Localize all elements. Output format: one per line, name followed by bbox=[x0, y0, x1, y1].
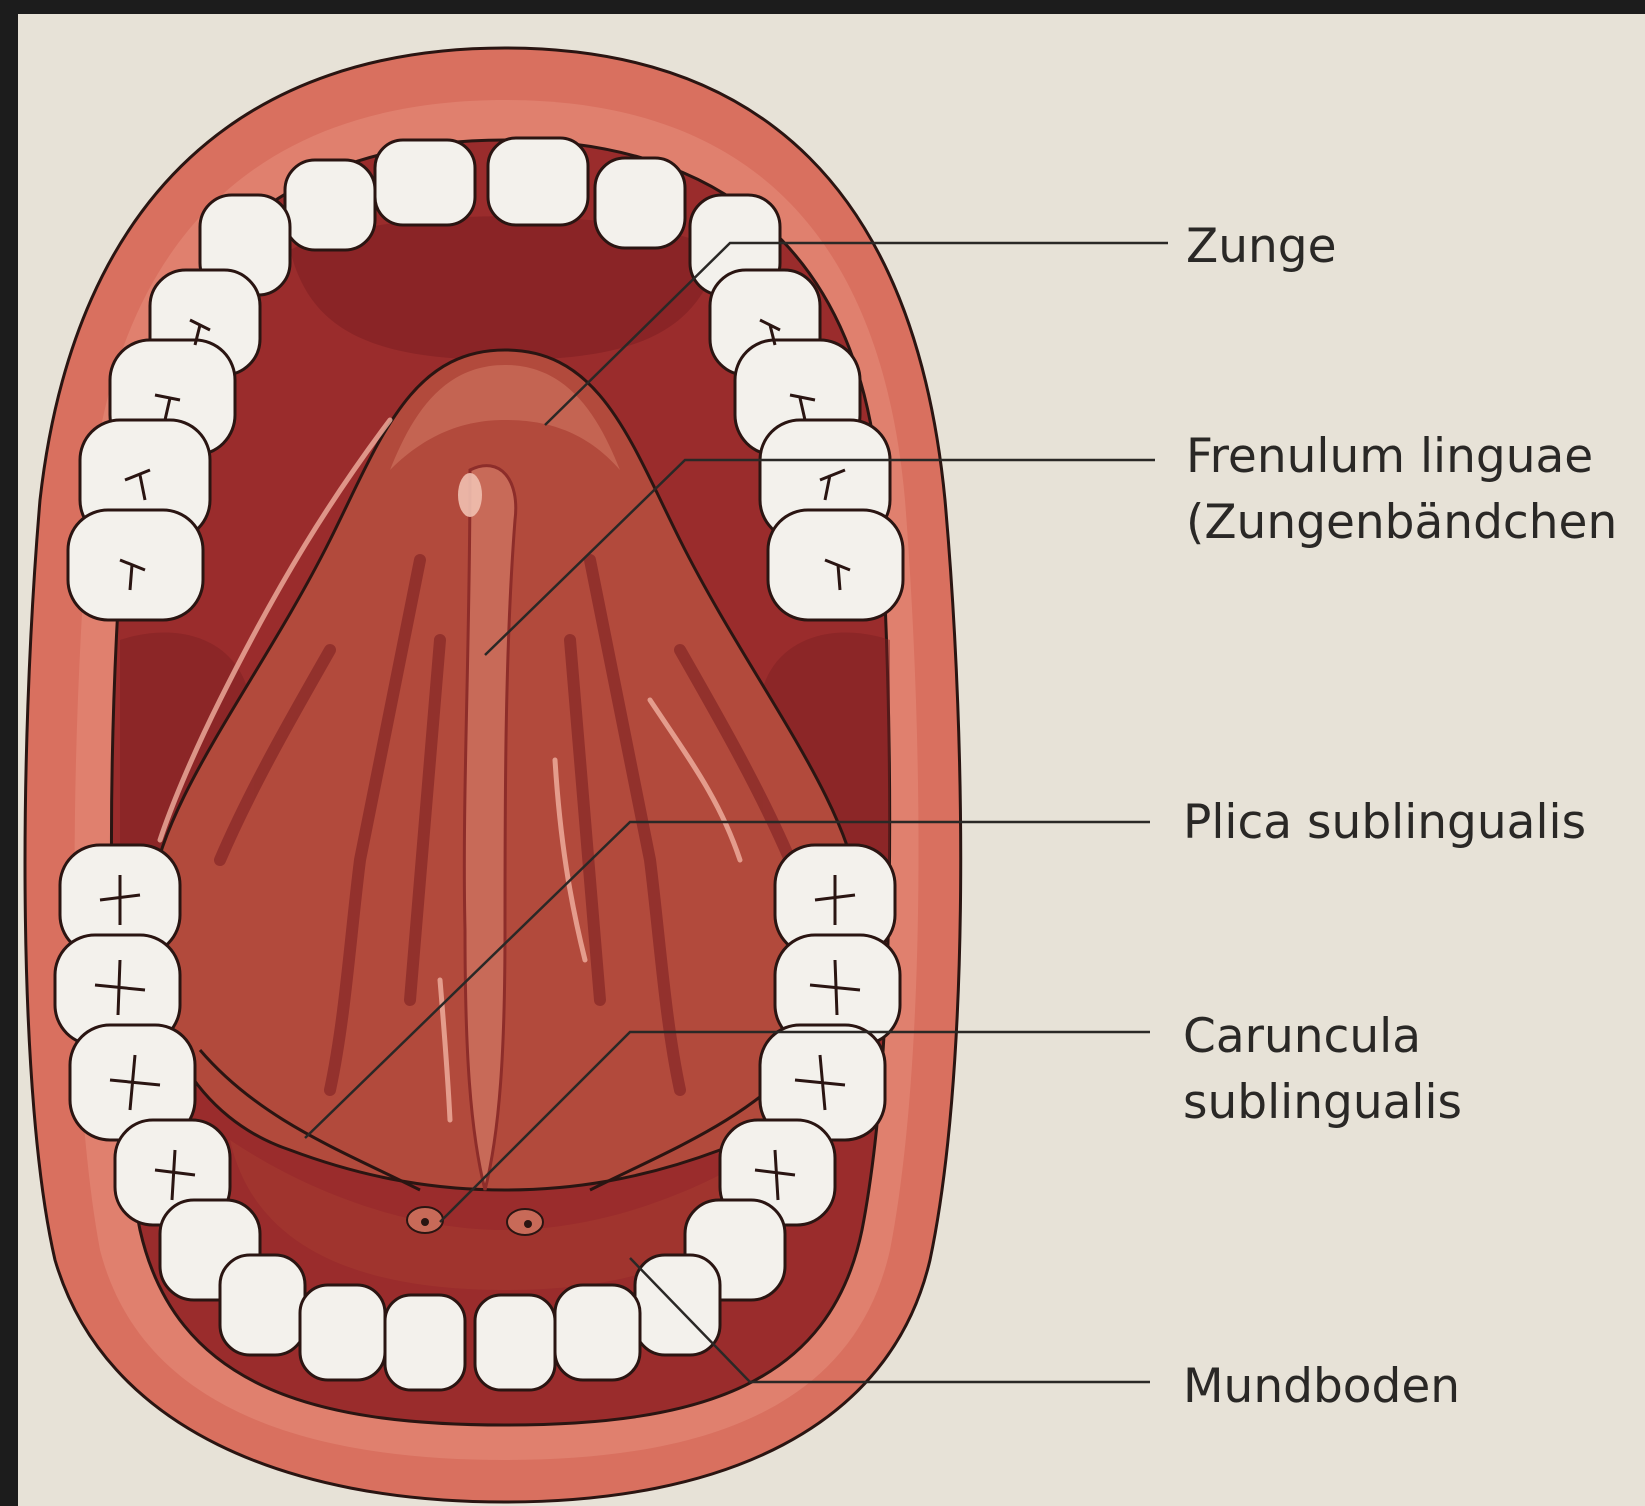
label-plica-sublingualis: Plica sublingualis bbox=[1183, 795, 1586, 850]
label-frenulum-linguae: Frenulum linguae bbox=[1186, 429, 1593, 484]
label-sublingualis: sublingualis bbox=[1183, 1075, 1462, 1130]
label-mundboden: Mundboden bbox=[1183, 1359, 1460, 1414]
label-zungenbaendchen: (Zungenbändchen bbox=[1186, 495, 1617, 550]
tongue-tip-glint bbox=[458, 473, 482, 517]
label-caruncula: Caruncula bbox=[1183, 1009, 1421, 1064]
label-zunge: Zunge bbox=[1186, 219, 1337, 274]
